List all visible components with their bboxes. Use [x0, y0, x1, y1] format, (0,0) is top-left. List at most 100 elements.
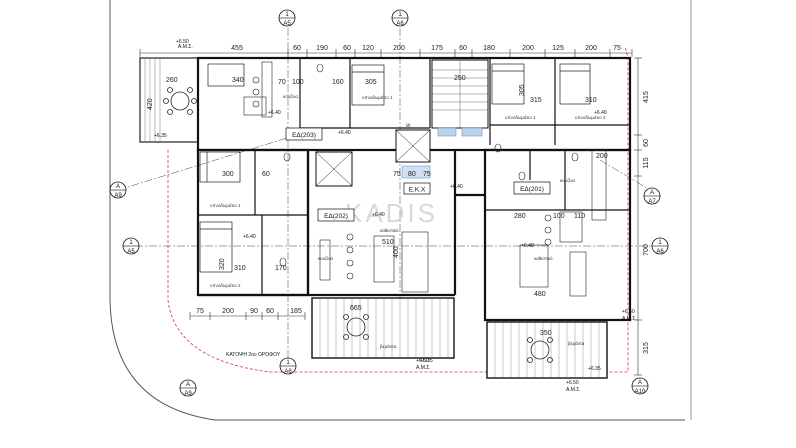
top-dim-8: 180 — [483, 45, 495, 52]
room-dim-310: 310 — [585, 97, 597, 104]
level-top-left-ams: A.M.Σ. — [178, 44, 193, 50]
svg-text:A10: A10 — [635, 389, 646, 395]
right-dim-1: 60 — [643, 139, 650, 147]
room-dim-170: 170 — [275, 265, 287, 272]
top-dim-2: 190 — [316, 45, 328, 52]
room-dim-280: 280 — [514, 213, 526, 220]
terrace-right — [486, 321, 608, 379]
stair-box-label: Ε.Κ.Χ — [403, 182, 431, 195]
section-marker-bottom-A9: A A9 — [179, 379, 197, 397]
room-dim-200: 200 — [596, 153, 608, 160]
top-dim-1: 60 — [293, 45, 301, 52]
top-dim-ticks — [139, 49, 633, 57]
room-label-living-201: καθιστικό — [534, 255, 553, 261]
beds — [199, 63, 591, 273]
section-marker-top-1: 1 A5 — [278, 9, 296, 27]
top-dim-9: 200 — [522, 45, 534, 52]
bottom-dim-ticks — [189, 312, 306, 320]
svg-text:A: A — [638, 380, 642, 386]
room-dim-100b: 100 — [553, 213, 565, 220]
setback-line — [167, 45, 629, 373]
room-label-bedroom1-202: υπνοδωμάτιο 1 — [210, 202, 241, 208]
room-dim-315: 315 — [530, 97, 542, 104]
room-dim-510: 510 — [382, 239, 394, 246]
room-dim-250: 250 — [454, 75, 466, 82]
room-label-living-202: καθιστικό — [380, 227, 399, 233]
section-marker-left-A: A A9 — [109, 181, 127, 199]
plot-boundary — [109, 0, 685, 421]
svg-text:ΕΔ(202): ΕΔ(202) — [324, 213, 348, 220]
level-640-f: +6.40 — [268, 110, 281, 116]
svg-text:A9: A9 — [114, 193, 122, 199]
section-marker-right: 1 A6 — [651, 237, 669, 255]
level-640-g: +6.40 — [594, 110, 607, 116]
room-dim-60: 60 — [262, 171, 270, 178]
room-dim-320: 320 — [219, 258, 226, 270]
section-marker-bottom-A10: A A10 — [631, 377, 649, 395]
svg-text:A: A — [650, 190, 654, 196]
dining-table-terrace-right — [527, 337, 553, 363]
section-marker-left: 1 A5 — [122, 237, 140, 255]
bottom-dim-2: 90 — [250, 308, 258, 315]
interior-walls — [198, 58, 630, 295]
svg-text:Ε.Κ.Χ: Ε.Κ.Χ — [409, 187, 426, 194]
level-635-c: +6.35 — [588, 366, 601, 372]
top-dim-3: 60 — [343, 45, 351, 52]
landing-highlight — [401, 165, 431, 179]
svg-text:A6: A6 — [656, 249, 664, 255]
svg-text:ΕΔ(201): ΕΔ(201) — [520, 186, 544, 193]
room-dim-400: 400 — [393, 246, 400, 258]
lift-shaft — [315, 129, 431, 187]
room-dim-75b: 75 — [423, 171, 431, 178]
level-bottom-right-ams: A.M.Σ. — [566, 387, 581, 393]
right-dim-3: 700 — [643, 244, 650, 256]
room-dim-480: 480 — [534, 291, 546, 298]
apt-label-203: ΕΔ(203) — [285, 127, 323, 141]
floor-title: ΚΑΤΟΨΗ 2ου ΟΡΟΦΟΥ — [226, 352, 281, 358]
svg-text:A6: A6 — [284, 369, 292, 375]
top-dim-5: 200 — [393, 45, 405, 52]
watermark: KADIS — [345, 198, 438, 228]
level-640-c: +6.40 — [372, 212, 385, 218]
level-635-a: +6.35 — [154, 133, 167, 139]
room-dim-160: 160 — [332, 79, 344, 86]
svg-text:A5: A5 — [283, 21, 291, 27]
top-dim-7: 60 — [459, 45, 467, 52]
room-label-kitchen-202: κουζίνα — [318, 256, 333, 261]
axis-line-diag-left — [117, 133, 301, 191]
top-dim-10: 125 — [552, 45, 564, 52]
svg-text:A6: A6 — [396, 21, 404, 27]
kitchen-furniture — [243, 61, 607, 297]
svg-text:1: 1 — [398, 12, 402, 18]
room-label-bedroom1-203: υπνοδωμάτιο 1 — [362, 94, 393, 100]
room-dim-665: 665 — [350, 305, 362, 312]
room-label-bedroom2-201: υπνοδωμάτιο 2 — [575, 114, 606, 120]
svg-text:A7: A7 — [648, 199, 656, 205]
apt-label-202: ΕΔ(202) — [317, 208, 355, 222]
level-640-d: +6.40 — [450, 184, 463, 190]
room-dim-300: 300 — [222, 171, 234, 178]
level-top-left: +6.50 — [176, 39, 189, 45]
svg-text:A: A — [186, 382, 190, 388]
bathroom-fixtures — [279, 63, 579, 267]
room-label-terrace-right: βεράντα — [568, 340, 585, 346]
top-dim-12: 75 — [613, 45, 621, 52]
level-640-a: +6.40 — [338, 130, 351, 136]
room-dim-420: 420 — [147, 98, 154, 110]
room-dim-340: 340 — [232, 77, 244, 84]
top-dim-6: 175 — [431, 45, 443, 52]
svg-text:A: A — [116, 184, 120, 190]
section-marker-right-A: A A7 — [643, 187, 661, 205]
svg-text:1: 1 — [285, 12, 289, 18]
room-dim-305a: 305 — [365, 79, 377, 86]
svg-text:A5: A5 — [127, 249, 135, 255]
section-marker-top-2: 1 A6 — [391, 9, 409, 27]
level-bottom-mid-ams: A.M.Σ. — [416, 365, 431, 371]
room-label-bedroom1-201: υπνοδωμάτιο 1 — [505, 114, 536, 120]
bottom-dim-3: 60 — [266, 308, 274, 315]
dining-table-terrace-center — [343, 314, 369, 340]
room-dim-70: 70 — [278, 79, 286, 86]
room-label-kitchen-201: κουζίνα — [560, 178, 575, 183]
section-marker-bottom-1: 1 A6 — [279, 357, 297, 375]
